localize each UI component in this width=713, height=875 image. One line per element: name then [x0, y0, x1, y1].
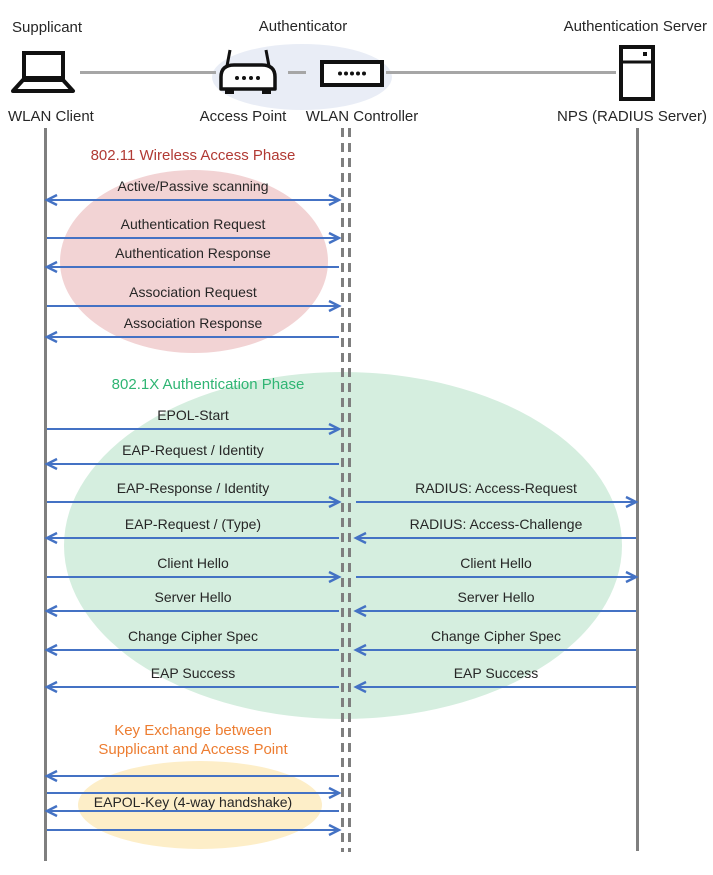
connector-line [386, 71, 616, 74]
message-arrow-right [47, 786, 342, 800]
connector-line [288, 71, 306, 74]
message-arrow-right [47, 231, 342, 245]
message-label: RADIUS: Access-Request [415, 480, 577, 496]
message-label: Client Hello [460, 555, 532, 571]
device-label-nps-radius-server: NPS (RADIUS Server) [556, 108, 708, 125]
message-label: EAP Success [453, 665, 539, 681]
message-label: Change Cipher Spec [128, 628, 258, 644]
laptop-icon [11, 51, 75, 93]
message-arrow-left [44, 260, 339, 274]
lifeline-wlan-controller [341, 128, 351, 852]
message-label: EAP-Request / (Type) [124, 516, 262, 532]
message-label: Server Hello [457, 589, 535, 605]
message-arrow-right [47, 570, 342, 584]
message-label: Server Hello [154, 589, 232, 605]
phase-title-key-exchange: Key Exchange between Supplicant and Acce… [98, 722, 288, 758]
message-label: Client Hello [157, 555, 229, 571]
message-label: Authentication Response [115, 245, 271, 261]
phase-title-8021x-authentication: 802.1X Authentication Phase [111, 376, 305, 393]
message-arrow-left [353, 643, 636, 657]
message-label: EAPOL-Key (4-way handshake) [93, 794, 293, 810]
actor-role-authentication-server: Authentication Server [563, 18, 707, 35]
message-label: Association Request [129, 284, 257, 300]
server-icon [619, 45, 655, 101]
message-arrow-left [44, 330, 339, 344]
message-label: EPOL-Start [157, 407, 229, 423]
lifeline-wlan-client [44, 128, 47, 861]
actor-role-authenticator: Authenticator [258, 18, 348, 35]
message-label: Association Response [123, 315, 263, 331]
phase-title-wireless-access: 802.11 Wireless Access Phase [90, 147, 296, 164]
message-label: EAP Success [150, 665, 236, 681]
message-arrow-left [44, 604, 339, 618]
actor-role-supplicant: Supplicant [12, 19, 83, 36]
message-arrow-right [47, 823, 342, 837]
message-arrow-left [353, 531, 636, 545]
lifeline-radius-server [636, 128, 639, 851]
message-arrow-left [44, 457, 339, 471]
message-arrow-left [353, 604, 636, 618]
message-label: Change Cipher Spec [431, 628, 561, 644]
device-label-access-point: Access Point [199, 108, 287, 125]
message-label: RADIUS: Access-Challenge [409, 516, 583, 532]
message-label: Authentication Request [120, 216, 266, 232]
message-arrow-left [353, 680, 636, 694]
message-arrow-right [47, 299, 342, 313]
access-point-icon [219, 49, 277, 94]
message-label: Active/Passive scanning [117, 178, 269, 194]
message-arrow-both [44, 193, 342, 207]
message-arrow-left [44, 769, 339, 783]
wlan-controller-icon [320, 60, 384, 87]
message-label: EAP-Response / Identity [116, 480, 270, 496]
message-arrow-left [44, 804, 339, 818]
message-arrow-right [356, 495, 639, 509]
message-arrow-left [44, 643, 339, 657]
message-arrow-right [47, 495, 342, 509]
device-label-wlan-controller: WLAN Controller [305, 108, 419, 125]
message-arrow-right [356, 570, 639, 584]
message-arrow-right [47, 422, 342, 436]
message-arrow-left [44, 680, 339, 694]
message-label: EAP-Request / Identity [122, 442, 264, 458]
device-label-wlan-client: WLAN Client [8, 108, 94, 125]
connector-line [80, 71, 216, 74]
message-arrow-left [44, 531, 339, 545]
